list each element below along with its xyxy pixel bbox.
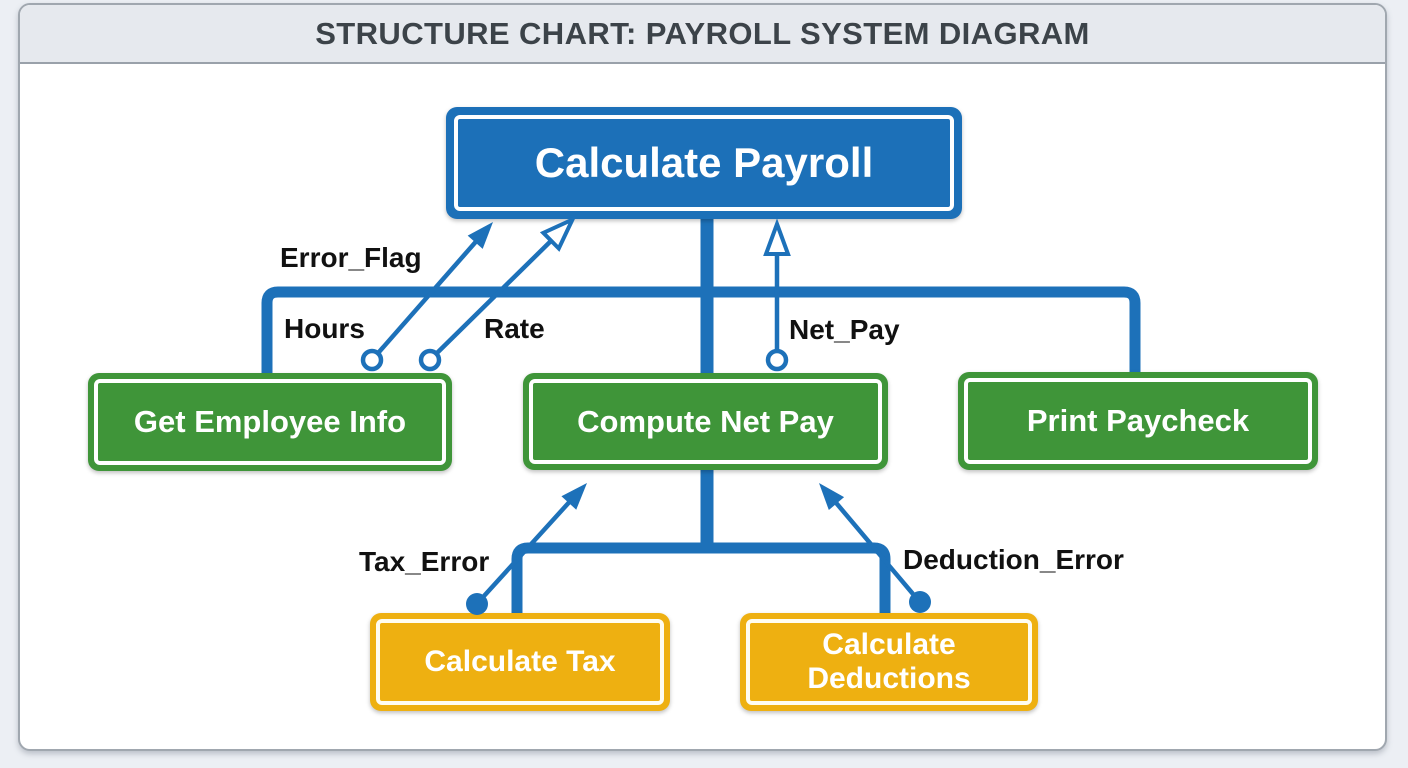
module-calculate-payroll-face: Calculate Payroll (454, 115, 954, 211)
label-hours: Hours (284, 313, 365, 344)
diagram-title-bar: STRUCTURE CHART: PAYROLL SYSTEM DIAGRAM (20, 5, 1385, 64)
module-get-employee-info: Get Employee Info (88, 373, 452, 471)
module-get-employee-info-face: Get Employee Info (94, 379, 446, 465)
module-compute-net-pay: Compute Net Pay (523, 373, 888, 470)
module-compute-net-pay-face: Compute Net Pay (529, 379, 882, 464)
module-calculate-tax: Calculate Tax (370, 613, 670, 711)
module-calculate-payroll-label: Calculate Payroll (534, 138, 874, 186)
module-get-employee-info-label: Get Employee Info (133, 404, 407, 440)
label-rate: Rate (484, 313, 545, 344)
module-print-paycheck-face: Print Paycheck (964, 378, 1312, 464)
module-calculate-payroll: Calculate Payroll (446, 107, 962, 219)
module-calculate-deductions-face: Calculate Deductions (746, 619, 1032, 705)
module-print-paycheck: Print Paycheck (958, 372, 1318, 470)
label-tax-error: Tax_Error (359, 546, 490, 577)
module-print-paycheck-label: Print Paycheck (1026, 403, 1250, 439)
label-deduction-error: Deduction_Error (903, 544, 1124, 575)
module-compute-net-pay-label: Compute Net Pay (577, 403, 834, 439)
label-error-flag: Error_Flag (280, 242, 422, 273)
label-net-pay: Net_Pay (789, 314, 900, 345)
module-calculate-tax-face: Calculate Tax (376, 619, 664, 705)
diagram-title: STRUCTURE CHART: PAYROLL SYSTEM DIAGRAM (315, 15, 1090, 51)
module-calculate-tax-label: Calculate Tax (424, 644, 616, 678)
module-calculate-deductions: Calculate Deductions (740, 613, 1038, 711)
module-calculate-deductions-label: Calculate Deductions (807, 627, 971, 696)
